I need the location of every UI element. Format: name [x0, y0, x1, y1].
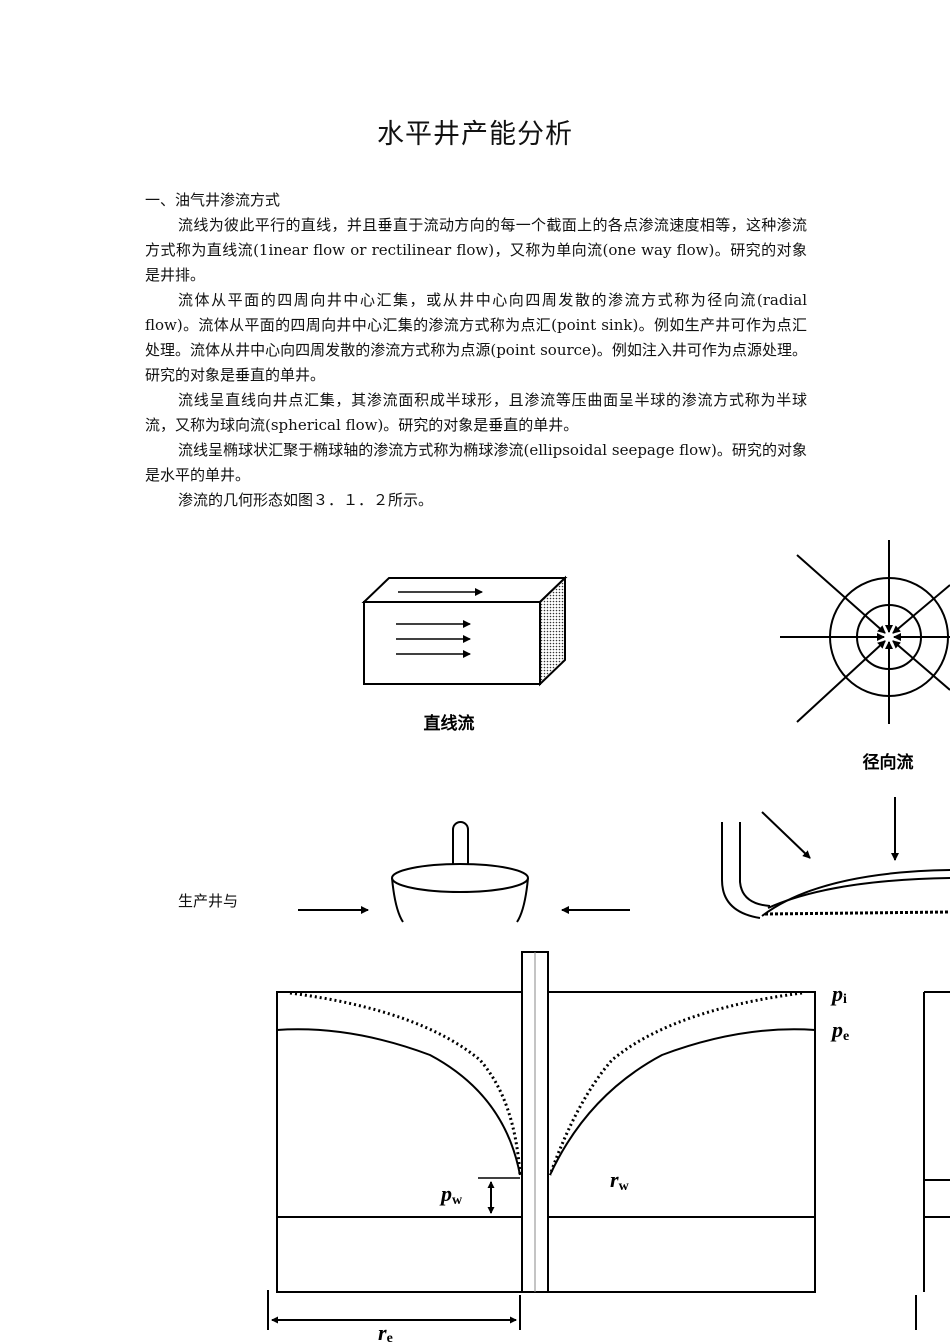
paragraph-radial-flow: 流体从平面的四周向井中心汇集，或从井中心向四周发散的渗流方式称为径向流(radi…: [145, 291, 807, 384]
re-label: re: [378, 1320, 393, 1344]
linear-flow-diagram: [361, 575, 568, 687]
spherical-flow-diagram: [298, 821, 630, 923]
paragraph-spherical-flow: 流线呈直线向井点汇集，其渗流面积成半球形，且渗流等压曲面呈半球的渗流方式称为半球…: [145, 391, 807, 434]
radial-flow-diagram: [780, 540, 950, 724]
pressure-profile-diagram: [267, 951, 950, 1330]
paragraph-ellipsoidal-flow: 流线呈椭球状汇聚于椭球轴的渗流方式称为椭球渗流(ellipsoidal seep…: [145, 441, 807, 484]
pe-label: pe: [830, 1017, 849, 1044]
spherical-caption: 生产井与: [178, 892, 239, 910]
pi-label: pi: [830, 981, 847, 1007]
radial-flow-label: 径向流: [863, 752, 914, 773]
rw-label: rw: [610, 1167, 630, 1194]
section-heading: 一、油气井渗流方式: [145, 191, 281, 209]
linear-flow-label: 直线流: [424, 713, 475, 734]
paragraph-figure-reference: 渗流的几何形态如图３．１．２所示。: [178, 491, 434, 509]
page-title: 水平井产能分析: [377, 119, 573, 150]
pw-label: pw: [439, 1181, 463, 1208]
body-text: 一、油气井渗流方式 流线为彼此平行的直线，并且垂直于流动方向的每一个截面上的各点…: [145, 188, 807, 513]
paragraph-linear-flow: 流线为彼此平行的直线，并且垂直于流动方向的每一个截面上的各点渗流速度相等，这种渗…: [145, 216, 807, 284]
ellipsoidal-flow-diagram: [721, 797, 950, 919]
pressure-labels: pi pe pw rw re: [378, 981, 849, 1344]
